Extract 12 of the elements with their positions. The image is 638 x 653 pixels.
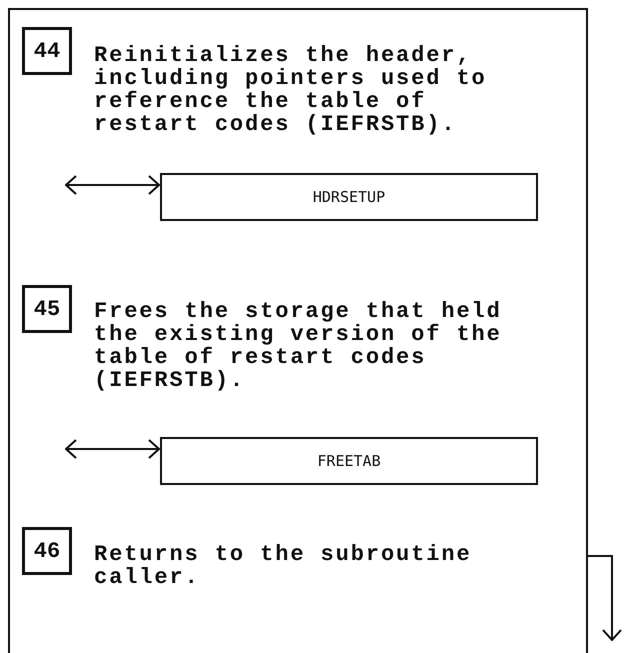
module-box: HDRSETUP	[160, 173, 538, 221]
step-number-box: 44	[22, 27, 72, 75]
double-arrow	[65, 439, 160, 459]
step-description: Returns to the subroutine caller.	[94, 543, 473, 589]
process-panel	[8, 8, 588, 653]
module-box: FREETAB	[160, 437, 538, 485]
step-description: Reinitializes the header, including pointers used to reference the table of restart codes (IEFRSTB).	[94, 44, 488, 136]
step-description: Frees the storage that held the existing version of the table of restart codes (IEFRSTB).	[94, 300, 503, 392]
double-arrow	[65, 175, 160, 195]
step-number-box: 45	[22, 285, 72, 333]
step-number-box: 46	[22, 527, 72, 575]
flow-arrow	[588, 555, 622, 641]
